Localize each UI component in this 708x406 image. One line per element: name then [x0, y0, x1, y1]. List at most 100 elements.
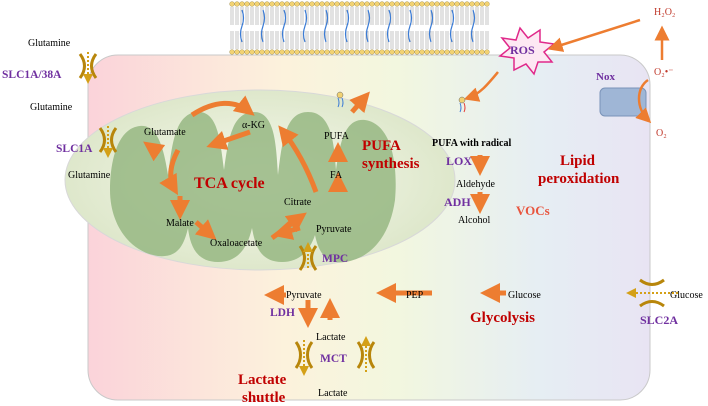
lipid-head — [289, 1, 295, 7]
ros-arrows — [463, 18, 670, 124]
lipid-head — [309, 1, 315, 7]
pathway-arrows — [143, 91, 506, 328]
pufa-chain — [260, 9, 266, 43]
label-lactate-cyto: Lactate — [316, 332, 346, 343]
lipid-head — [434, 49, 440, 55]
lipid-head — [289, 49, 295, 55]
lipid-head — [359, 1, 365, 7]
lipid-tail — [420, 31, 424, 49]
ros-burst — [498, 26, 556, 76]
lipid-tail — [235, 7, 239, 25]
lipid-head — [239, 1, 245, 7]
lipid-head — [239, 49, 245, 55]
lipid-head — [244, 1, 250, 7]
lipid-head — [334, 1, 340, 7]
lipid-tail — [245, 31, 249, 49]
lipid-tail — [250, 7, 254, 25]
lipid-tail — [360, 31, 364, 49]
label-mct: MCT — [320, 353, 347, 365]
lipid-head — [439, 49, 445, 55]
lipid-tail — [300, 31, 304, 49]
lipid-head — [424, 49, 430, 55]
lipid-head — [319, 49, 325, 55]
pufa-chain — [323, 9, 329, 43]
lipid-tail — [460, 7, 464, 25]
label-lactate-outside: Lactate — [318, 388, 348, 399]
label-glucose-cyto: Glucose — [508, 290, 541, 301]
lipid-head — [389, 49, 395, 55]
lipid-tail — [410, 31, 414, 49]
lipid-tail — [405, 7, 409, 25]
pufa-chain — [239, 9, 245, 43]
lipid-head — [344, 1, 350, 7]
lipid-head — [434, 1, 440, 7]
lipid-head — [484, 49, 490, 55]
label-slc1a: SLC1A — [56, 143, 93, 155]
lipid-tail — [480, 31, 484, 49]
lipid-head — [414, 49, 420, 55]
lipid-tail — [400, 7, 404, 25]
lipid-head — [284, 49, 290, 55]
lipid-tail — [290, 31, 294, 49]
lipid-head — [454, 1, 460, 7]
lipid-tail — [375, 31, 379, 49]
lipid-tail — [425, 31, 429, 49]
label-ldh: LDH — [270, 307, 295, 319]
lipid-head — [324, 49, 330, 55]
lipid-tail — [415, 31, 419, 49]
label-pufa-synthesis-2: synthesis — [362, 156, 420, 172]
lipid-head — [304, 1, 310, 7]
label-o2: O₂ — [656, 128, 667, 139]
lipid-tail — [445, 7, 449, 25]
lipid-tail — [470, 7, 474, 25]
lipid-tail — [275, 31, 279, 49]
lipid-head — [414, 1, 420, 7]
transport-arrows — [83, 52, 678, 376]
transporter-shapes — [78, 53, 665, 369]
lipid-head — [409, 1, 415, 7]
lipid-tail — [350, 7, 354, 25]
lipid-tail — [430, 31, 434, 49]
lipid-head — [279, 1, 285, 7]
lipid-head — [449, 1, 455, 7]
lipid-head — [379, 1, 385, 7]
nox-enzyme — [599, 87, 647, 117]
lipid-head — [419, 49, 425, 55]
lipid-tail — [315, 31, 319, 49]
lipid-tail — [315, 7, 319, 25]
lipid-glyphs — [336, 91, 466, 113]
label-adh: ADH — [444, 195, 471, 209]
label-pufa: PUFA — [324, 131, 350, 142]
lipid-head — [344, 49, 350, 55]
lipid-head — [389, 1, 395, 7]
lipid-head — [254, 49, 260, 55]
lipid-tail — [280, 7, 284, 25]
label-h2o2: H₂O₂ — [654, 7, 675, 18]
lipid-head — [459, 49, 465, 55]
lipid-tail — [390, 31, 394, 49]
label-glutamine-outside: Glutamine — [28, 38, 71, 49]
lipid-tail — [310, 7, 314, 25]
label-glycolysis: Glycolysis — [470, 310, 535, 326]
lipid-head — [294, 49, 300, 55]
lipid-head — [234, 1, 240, 7]
lipid-tail — [250, 31, 254, 49]
lipid-head — [464, 1, 470, 7]
lipid-tail — [380, 31, 384, 49]
lipid-head — [339, 1, 345, 7]
label-malate: Malate — [166, 218, 194, 229]
label-lox: LOX — [446, 154, 472, 168]
lipid-head — [469, 49, 475, 55]
lipid-head — [264, 49, 270, 55]
lipid-tail — [325, 31, 329, 49]
lipid-tail — [360, 7, 364, 25]
lipid-head — [314, 1, 320, 7]
lipid-tail — [385, 7, 389, 25]
lipid-head — [419, 1, 425, 7]
lipid-head — [364, 49, 370, 55]
lipid-tail — [330, 7, 334, 25]
label-slc2a: SLC2A — [640, 313, 678, 327]
label-pep: PEP — [406, 290, 424, 301]
lipid-tail — [255, 31, 259, 49]
